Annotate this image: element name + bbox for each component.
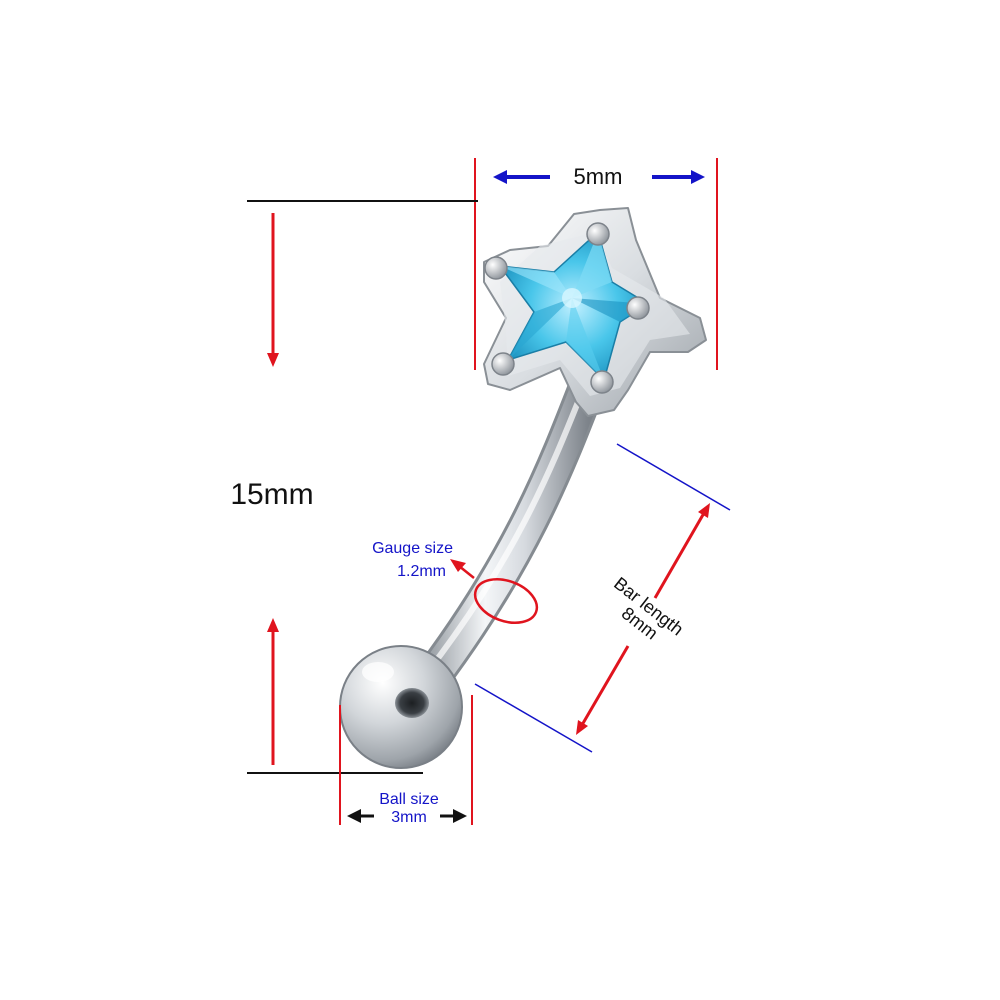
- prong: [590, 370, 614, 394]
- barbell-jewelry: [339, 207, 707, 769]
- ball-size-value: 3mm: [391, 809, 427, 826]
- gauge-size-callout: Gauge size 1.2mm: [372, 540, 539, 624]
- prong: [586, 222, 610, 246]
- ball-size-label: Ball size: [379, 791, 439, 808]
- ball-size-dimension: Ball size 3mm: [339, 695, 473, 826]
- gauge-marker-ellipse: [473, 578, 539, 624]
- top-width-label: 5mm: [574, 164, 623, 189]
- star-setting: [483, 207, 707, 417]
- gauge-size-value: 1.2mm: [397, 563, 446, 580]
- prong: [626, 296, 650, 320]
- prong: [484, 256, 508, 280]
- total-length-label: 15mm: [230, 478, 313, 511]
- prong: [491, 352, 515, 376]
- top-width-dimension: 5mm: [474, 158, 718, 370]
- gauge-size-label: Gauge size: [372, 540, 453, 557]
- total-length-dimension: 15mm: [230, 200, 478, 774]
- ball-thread-hole: [395, 688, 429, 718]
- end-ball: [339, 645, 463, 769]
- bar-length-dimension: Bar length 8mm: [474, 443, 731, 753]
